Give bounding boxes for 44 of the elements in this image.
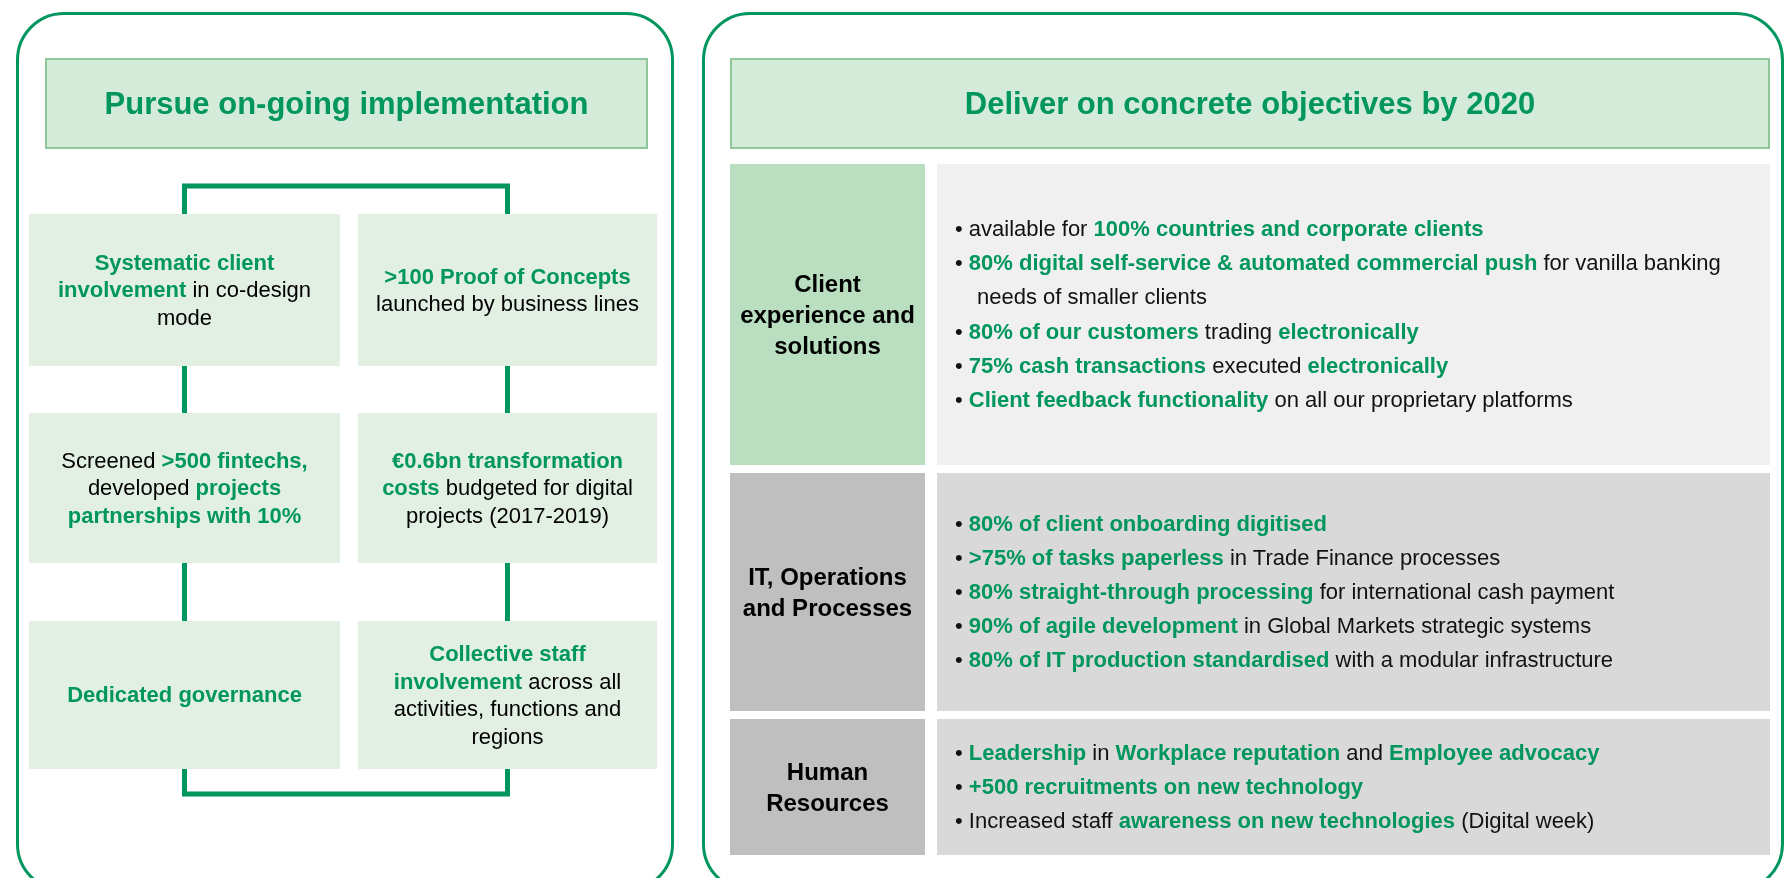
category-label: Human Resources	[765, 756, 890, 818]
initiative-card	[29, 621, 340, 769]
connector-line	[505, 366, 510, 413]
bullet-point: • 75% cash transactions executed electronically	[955, 351, 1450, 380]
category-label: IT, Operations and Processes	[741, 561, 914, 623]
bullet-point: • 80% of our customers trading electronically	[955, 317, 1420, 346]
bullet-point: • +500 recruitments on new technology	[955, 772, 1365, 801]
bullet-point: • 90% of agile development in Global Markets strategic systems	[955, 612, 1593, 641]
category-label: Client experience and solutions	[739, 268, 916, 362]
bullet-point: • 80% straight-through processing for international cash payment	[955, 577, 1615, 606]
connector-line	[505, 563, 510, 621]
connector-line	[182, 769, 510, 797]
category-header	[730, 473, 925, 711]
panel-frame	[702, 12, 1784, 878]
initiative-card	[29, 214, 340, 366]
connector-line	[182, 563, 187, 621]
category-header	[730, 164, 925, 465]
initiative-card	[29, 413, 340, 563]
card-text: >100 Proof of Concepts launched by business lines	[375, 262, 640, 318]
initiative-card	[358, 413, 657, 563]
bullet-point: • Client feedback functionality on all our proprietary platforms	[955, 385, 1574, 414]
objectives-panel	[937, 719, 1770, 855]
bullet-point: • 80% of client onboarding digitised	[955, 509, 1328, 538]
bullet-point: • Increased staff awareness on new technologies (Digital week)	[955, 807, 1596, 836]
heading-text: Deliver on concrete objectives by 2020	[964, 85, 1536, 122]
bullet-point: • >75% of tasks paperless in Trade Finance processes	[955, 543, 1502, 572]
objectives-panel	[937, 473, 1770, 711]
card-text: Systematic client involvement in co-design mode	[56, 248, 313, 332]
card-text: Dedicated governance	[67, 681, 302, 709]
bullet-point: • Leadership in Workplace reputation and Employee advocacy	[955, 738, 1600, 767]
heading-banner	[45, 58, 648, 149]
initiative-card	[358, 621, 657, 769]
category-header	[730, 719, 925, 855]
initiative-card	[358, 214, 657, 366]
panel-frame	[16, 12, 674, 878]
heading-banner	[730, 58, 1770, 149]
bullet-point: • available for 100% countries and corporate clients	[955, 215, 1485, 244]
connector-line	[182, 183, 510, 214]
connector-line	[182, 366, 187, 413]
bullet-point: • 80% of IT production standardised with a modular infrastructure	[955, 646, 1615, 675]
card-text: Collective staff involvement across all activities, functions and regions	[392, 640, 623, 750]
heading-text: Pursue on-going implementation	[104, 85, 589, 122]
card-text: Screened >500 fintechs, developed projects partnerships with 10%	[60, 446, 309, 530]
card-text: €0.6bn transformation costs budgeted for digital projects (2017-2019)	[381, 446, 634, 530]
